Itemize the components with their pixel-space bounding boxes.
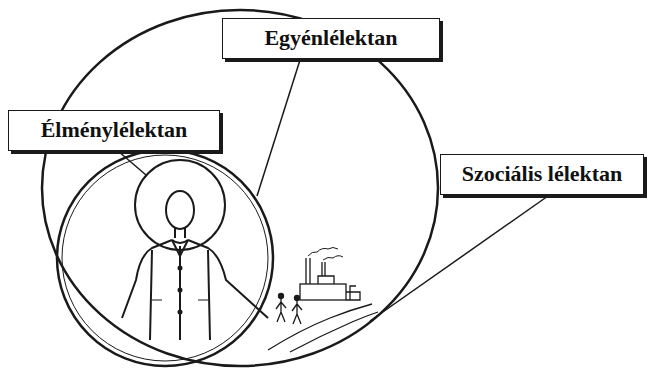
leader-line [370,196,548,321]
label-box: Egyénlélektan [222,18,440,59]
leader-line [257,60,300,196]
label-box: Szociális lélektan [440,154,644,195]
individual-circle-inner [62,155,268,361]
label-text: Élménylélektan [41,117,188,143]
label-text: Egyénlélektan [264,25,397,51]
individual-circle [57,150,273,366]
halo-circle [135,160,225,250]
leader-line [118,151,146,175]
label-box: Élménylélektan [8,110,220,151]
label-text: Szociális lélektan [462,161,623,187]
town-scene [268,248,378,353]
social-circle [42,10,438,366]
person-figure [122,191,268,340]
